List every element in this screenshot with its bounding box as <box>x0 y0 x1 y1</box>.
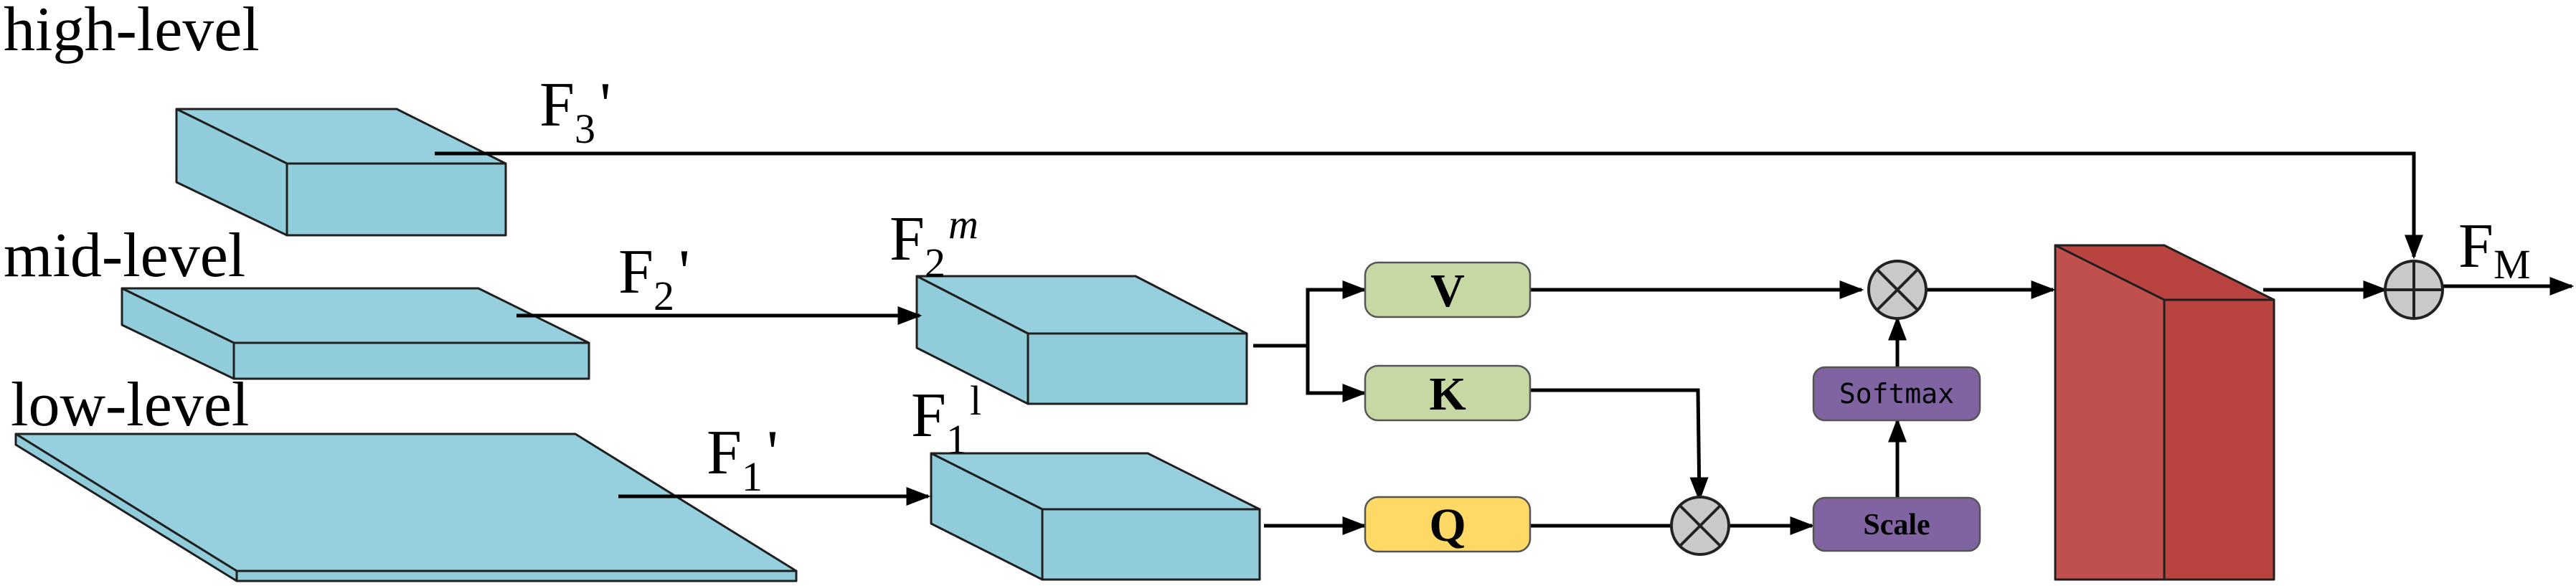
k-to-multiply-arrow <box>1530 388 1709 502</box>
low-level-label: low-level <box>11 370 249 440</box>
high-level-feature-cube <box>175 108 507 237</box>
f3-prime-path <box>435 151 2423 260</box>
connections <box>435 151 2575 535</box>
k-block-label: K <box>1429 368 1466 420</box>
fm-label: FM <box>2458 212 2531 288</box>
circled-times-icon <box>1670 496 1730 556</box>
mid-level-label: mid-level <box>4 221 245 290</box>
high-level-label: high-level <box>4 0 260 65</box>
f1-prime-label: F1' <box>707 418 778 500</box>
branch-to-k <box>1306 346 1367 402</box>
k-block: K <box>1364 364 1532 422</box>
circled-plus-icon <box>2384 260 2444 320</box>
f1-l-feature-cube <box>930 452 1261 581</box>
low-level-feature-plate <box>14 433 798 582</box>
f3-prime-label: F3' <box>539 70 611 152</box>
output-feature-cube <box>2054 244 2275 581</box>
k-block-rect <box>1364 364 1532 422</box>
softmax-block-rect <box>1812 366 1981 422</box>
q-block-rect <box>1364 496 1532 553</box>
scale-block-label: Scale <box>1863 509 1930 542</box>
scale-block-rect <box>1812 496 1981 552</box>
v-block-rect <box>1364 261 1532 318</box>
softmax-block: Softmax <box>1812 366 1981 422</box>
softmax-block-label: Softmax <box>1839 378 1954 410</box>
q-block-label: Q <box>1429 499 1466 552</box>
f1-l-label: F1l <box>911 377 981 463</box>
v-block: V <box>1364 261 1532 318</box>
mid-level-feature-slab <box>121 287 590 380</box>
q-block: Q <box>1364 496 1532 553</box>
f2-m-label: F2m <box>890 201 978 286</box>
scale-block: Scale <box>1812 496 1981 552</box>
f2-m-feature-cube <box>915 275 1248 405</box>
circled-times-icon <box>1867 260 1928 320</box>
f2-prime-label: F2' <box>618 237 690 319</box>
branch-to-v <box>1306 280 1367 346</box>
v-block-label: V <box>1430 265 1465 317</box>
